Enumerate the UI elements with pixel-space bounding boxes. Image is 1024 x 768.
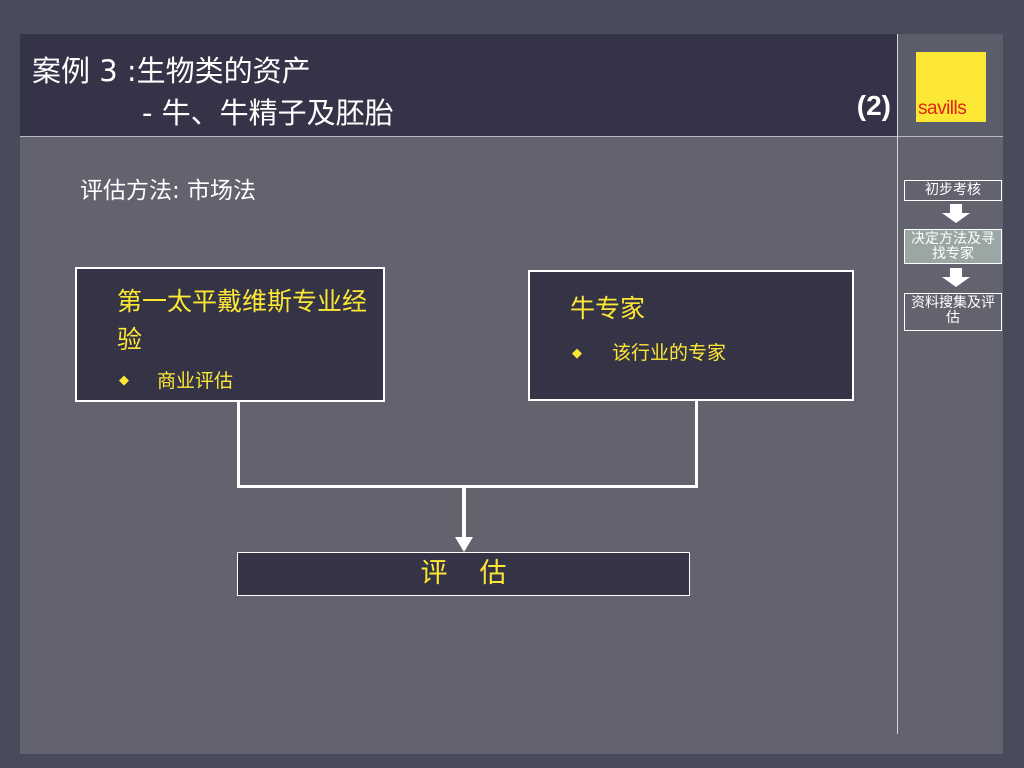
down-arrow-icon	[942, 204, 970, 223]
page-title-line1: 案例 3 :生物类的资产	[32, 54, 311, 88]
logo-panel: savills	[898, 34, 1003, 137]
evaluation-label: 评估	[420, 558, 539, 589]
nav-step-preliminary[interactable]: 初步考核	[904, 180, 1002, 201]
title-bar: 案例 3 :生物类的资产 - 牛、牛精子及胚胎 (2)	[20, 34, 897, 137]
cattle-expert-box: 牛专家 ◆ 该行业的专家	[528, 270, 854, 401]
savills-experience-box: 第一太平戴维斯专业经验 ◆ 商业评估	[75, 267, 385, 402]
box-bullet-text: 商业评估	[157, 370, 234, 392]
nav-step-label: 初步考核	[925, 182, 981, 198]
method-label: 评估方法: 市场法	[80, 178, 257, 204]
savills-logo: savills	[916, 52, 986, 122]
down-arrow-icon	[942, 268, 970, 287]
connector-right	[695, 400, 698, 488]
box-bullet-text: 该行业的专家	[612, 342, 727, 364]
page-title-line2: - 牛、牛精子及胚胎	[142, 96, 394, 130]
box-title: 第一太平戴维斯专业经验	[117, 287, 368, 354]
nav-step-data-collection[interactable]: 资料搜集及评估	[904, 293, 1002, 331]
diamond-bullet-icon: ◆	[119, 373, 129, 388]
nav-step-label: 资料搜集及评估	[911, 295, 995, 326]
evaluation-box: 评估	[237, 552, 690, 596]
nav-step-method-expert[interactable]: 决定方法及寻找专家	[904, 229, 1002, 264]
logo-text: savills	[918, 98, 967, 119]
page-number: (2)	[856, 90, 891, 121]
nav-step-label: 决定方法及寻找专家	[911, 231, 995, 262]
connector-left	[237, 401, 240, 488]
connector-horizontal	[237, 485, 698, 488]
box-title: 牛专家	[570, 294, 646, 323]
sidebar-divider	[897, 34, 898, 734]
connector-down	[462, 488, 466, 538]
diamond-bullet-icon: ◆	[572, 346, 582, 361]
down-arrow-icon	[455, 537, 473, 552]
